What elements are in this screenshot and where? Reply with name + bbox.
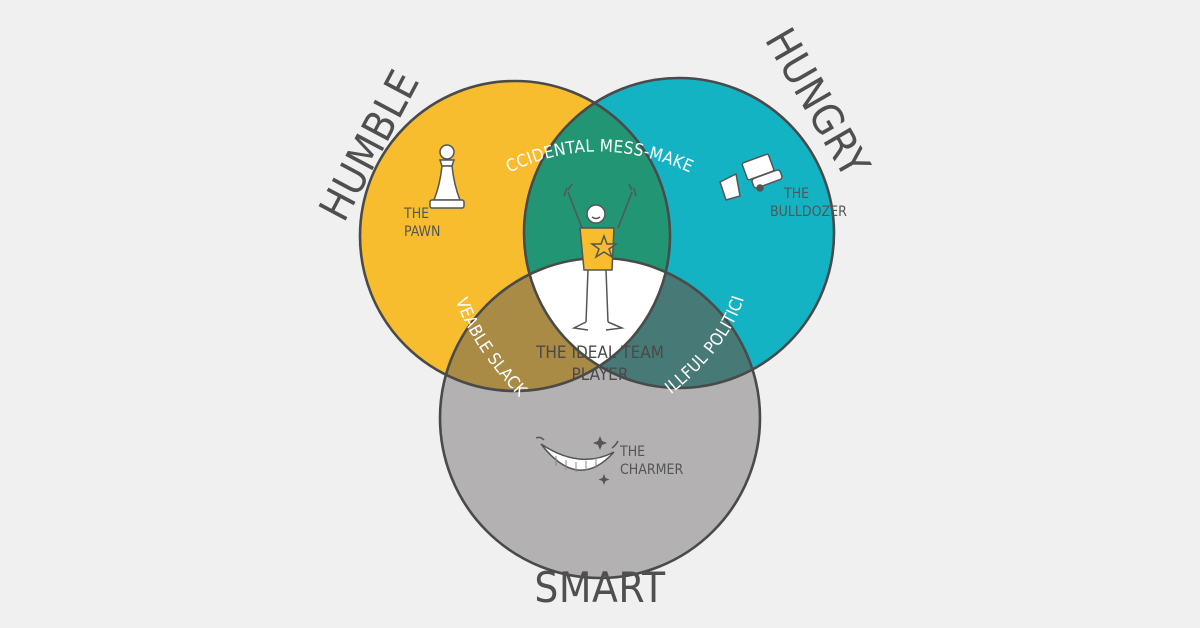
ideal-team-player-line2: PLAYER [572, 365, 629, 385]
ideal-team-player-line1: THE IDEAL TEAM [535, 343, 664, 363]
hungry-smart-overlap [524, 258, 760, 388]
humble-outline [358, 79, 672, 393]
bulldozer-icon [719, 153, 783, 201]
hungry-outline [522, 76, 836, 390]
bulldozer-label-line2: BULLDOZER [770, 204, 847, 220]
chess-pawn-icon [429, 144, 465, 209]
pawn-label-line1: THE [403, 206, 429, 222]
charmer-label-line1: THE [619, 444, 645, 460]
humble-smart-overlap [440, 258, 670, 391]
sparkle-icon [593, 436, 610, 485]
smart-label: SMART [534, 563, 666, 612]
bulldozer-label-line1: THE [783, 186, 809, 202]
charmer-label-line2: CHARMER [620, 462, 683, 478]
team-player-figure-icon [563, 183, 637, 331]
smile-icon [535, 436, 619, 472]
pawn-label-line2: PAWN [404, 224, 440, 240]
